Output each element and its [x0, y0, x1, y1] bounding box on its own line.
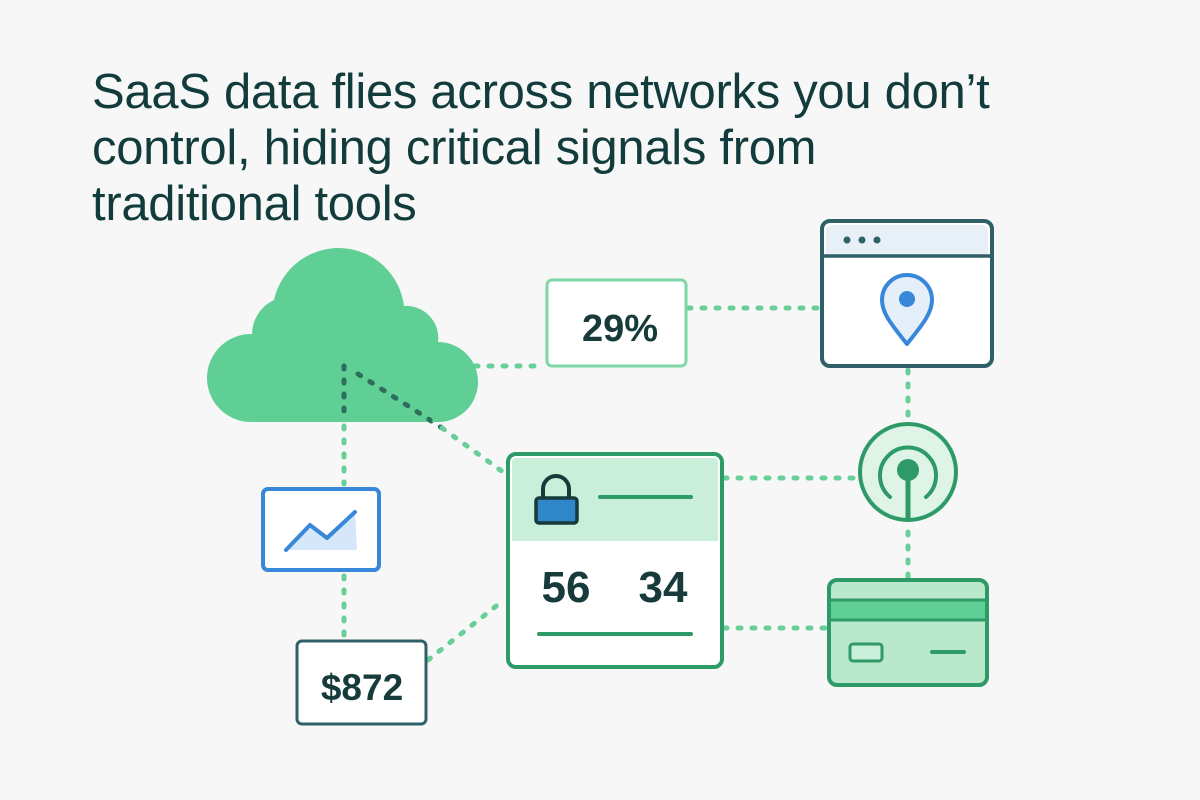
signal-broadcast-icon [858, 422, 958, 522]
value-a: 56 [542, 563, 591, 612]
value-b: 34 [639, 563, 688, 612]
amount-metric-card: $872 [295, 639, 428, 726]
location-pin-icon [880, 273, 934, 346]
connector-amount-to-lockcard [425, 600, 503, 663]
headline-line-2: control, hiding critical signals from [92, 121, 817, 175]
headline-line-1: SaaS data flies across networks you don’… [92, 65, 990, 119]
headline-line-3: traditional tools [92, 177, 417, 231]
line-chart-icon [261, 487, 381, 572]
percent-value: 29% [582, 308, 658, 350]
browser-window-icon [820, 219, 994, 368]
lock-icon [534, 474, 579, 525]
percent-metric-card: 29% [545, 278, 688, 368]
cloud-icon [207, 248, 478, 422]
cloud-connector-overlay [341, 363, 433, 423]
amount-value: $872 [321, 667, 403, 708]
connector-cloud-to-lockcard [439, 425, 506, 475]
credit-card-icon [827, 578, 989, 687]
secure-data-card: 56 34 [506, 452, 724, 669]
headline: SaaS data flies across networks you don’… [92, 64, 1152, 232]
